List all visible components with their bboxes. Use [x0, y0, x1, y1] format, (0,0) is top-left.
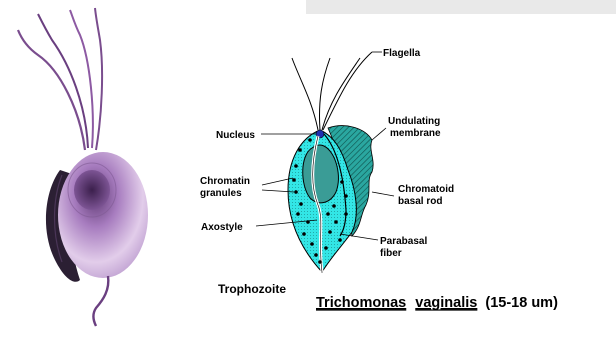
- caption-genus: Trichomonas: [316, 295, 406, 311]
- microbe-body: [58, 152, 148, 278]
- cell-diagram: Flagella Nucleus Undulating membrane Chr…: [200, 48, 558, 311]
- diagram-flagellum-4: [323, 52, 372, 130]
- label-undulating-2: membrane: [390, 128, 441, 139]
- label-parabasal-1: Parabasal: [380, 236, 427, 247]
- caption: Trichomonas vaginalis (15-18 um): [316, 295, 558, 311]
- label-undulating-1: Undulating: [388, 116, 440, 127]
- label-chromatin-2: granules: [200, 188, 242, 199]
- diagram-flagellum-1: [292, 58, 318, 130]
- caption-species: vaginalis: [415, 295, 477, 311]
- label-chromatoid-1: Chromatoid: [398, 184, 454, 195]
- label-chromatoid-2: basal rod: [398, 196, 442, 207]
- label-trophozoite: Trophozoite: [218, 282, 286, 296]
- label-chromatin-1: Chromatin: [200, 176, 250, 187]
- flagellum-1: [18, 30, 85, 150]
- microbe-nucleus: [74, 170, 110, 210]
- label-nucleus: Nucleus: [216, 130, 255, 141]
- label-axostyle: Axostyle: [201, 222, 243, 233]
- posterior-flagellum: [93, 276, 108, 326]
- label-flagella: Flagella: [383, 48, 421, 59]
- flagellum-4: [95, 8, 102, 150]
- microbe-illustration: [18, 8, 148, 326]
- label-parabasal-2: fiber: [380, 248, 402, 259]
- caption-size: (15-18 um): [485, 295, 558, 311]
- top-bar: [306, 0, 616, 14]
